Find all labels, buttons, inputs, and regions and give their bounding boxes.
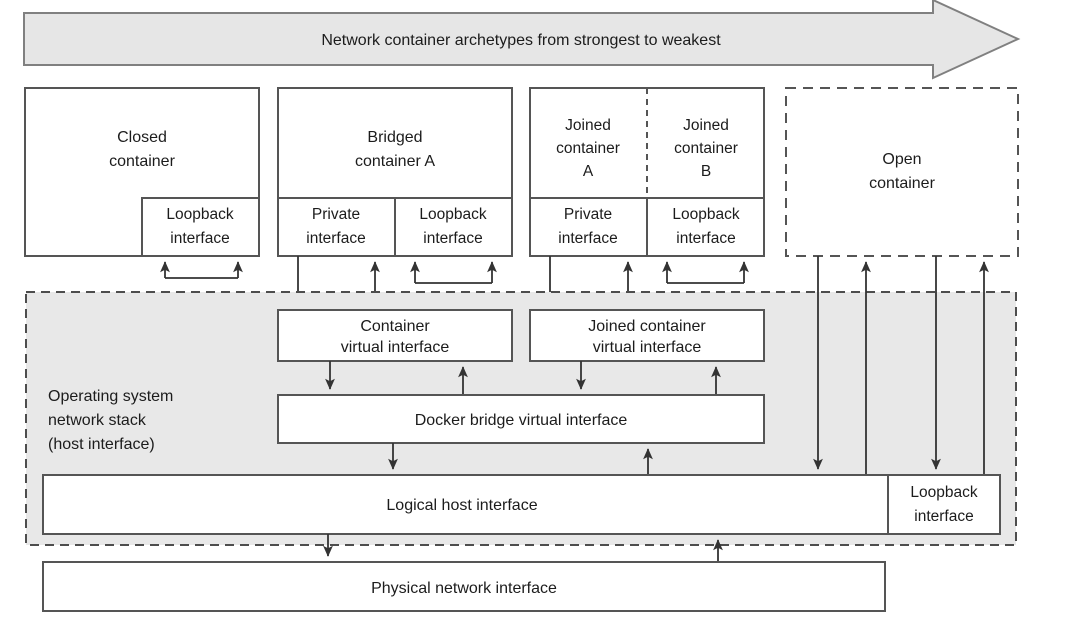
- joined-container-virtual-interface-line1: Joined container: [588, 318, 706, 335]
- container-virtual-interface: Container virtual interface: [277, 309, 513, 362]
- open-container-host-arrows: [813, 256, 989, 475]
- joined-container-b-line2: container: [674, 140, 738, 157]
- joined-private-label-line2: interface: [558, 230, 617, 247]
- joined-loopback-label-line2: interface: [676, 230, 735, 247]
- os-region-label-line2: network stack: [48, 412, 147, 429]
- host-loopback-label-line2: interface: [914, 508, 973, 525]
- closed-container: Closed container Loopback interface: [24, 87, 260, 257]
- banner-arrow-shape: [23, 0, 1021, 80]
- host-loopback-label-line1: Loopback: [910, 484, 977, 501]
- joined-containers: Joined container A Joined container B Pr…: [529, 87, 765, 257]
- banner-label: Network container archetypes from strong…: [321, 32, 721, 49]
- container-virtual-interface-line2: virtual interface: [341, 339, 450, 356]
- os-region-label-line3: (host interface): [48, 436, 155, 453]
- closed-container-title-line1: Closed: [117, 129, 167, 146]
- bridged-loopback-label-line1: Loopback: [419, 206, 486, 223]
- bridged-private-interface-box: [277, 197, 396, 257]
- bridged-container-a: Bridged container A Private interface Lo…: [277, 87, 513, 257]
- bridged-container-title-line2: container A: [355, 153, 435, 170]
- joined-private-label-line1: Private: [564, 206, 612, 223]
- docker-bridge-label: Docker bridge virtual interface: [415, 412, 628, 429]
- closed-loopback-label-line2: interface: [170, 230, 229, 247]
- joined-container-a-line1: Joined: [565, 117, 611, 134]
- open-container-title-line1: Open: [882, 151, 921, 168]
- banner-arrow: Network container archetypes from strong…: [23, 0, 1021, 80]
- joined-loopback-interface-box: [646, 197, 765, 257]
- logical-host-interface: Logical host interface Loopback interfac…: [42, 474, 1001, 535]
- bridged-loopback-interface-box: [394, 197, 513, 257]
- container-virtual-interface-box: [277, 309, 513, 362]
- joined-container-b-line1: Joined: [683, 117, 729, 134]
- bridged-container-title-line1: Bridged: [367, 129, 422, 146]
- closed-container-title-line2: container: [109, 153, 175, 170]
- joined-container-a-line2: container: [556, 140, 620, 157]
- bridged-loopback-selfloop-arrows: [410, 261, 497, 284]
- closed-loopback-interface-box: [141, 197, 260, 257]
- physical-network-interface-label: Physical network interface: [371, 580, 557, 597]
- logical-host-interface-label: Logical host interface: [386, 497, 537, 514]
- container-virtual-interface-line1: Container: [360, 318, 430, 335]
- os-region-label-line1: Operating system: [48, 388, 173, 405]
- logical-host-interface-box: [42, 474, 1001, 535]
- open-container: Open container: [785, 87, 1019, 257]
- joined-container-virtual-interface-box: [529, 309, 765, 362]
- bridged-loopback-label-line2: interface: [423, 230, 482, 247]
- physical-network-interface-box: [42, 561, 886, 612]
- joined-container-a-line3: A: [583, 163, 594, 180]
- open-container-box: [785, 87, 1019, 257]
- bridged-private-label-line1: Private: [312, 206, 360, 223]
- joined-container-b-line3: B: [701, 163, 711, 180]
- physical-network-interface: Physical network interface: [42, 561, 886, 612]
- virtual-to-bridge-arrows: [325, 361, 721, 395]
- open-container-title-line2: container: [869, 175, 935, 192]
- closed-loopback-selfloop-arrows: [160, 261, 243, 279]
- bridge-to-logical-host-arrows: [388, 443, 653, 475]
- logical-to-physical-arrows: [323, 534, 723, 562]
- docker-bridge-virtual-interface: Docker bridge virtual interface: [277, 394, 765, 444]
- joined-container-virtual-interface-line2: virtual interface: [593, 339, 702, 356]
- joined-loopback-selfloop-arrows: [662, 261, 749, 284]
- host-loopback-interface-box: [887, 474, 1001, 535]
- joined-loopback-label-line1: Loopback: [672, 206, 739, 223]
- closed-loopback-label-line1: Loopback: [166, 206, 233, 223]
- joined-container-virtual-interface: Joined container virtual interface: [529, 309, 765, 362]
- docker-bridge-box: [277, 394, 765, 444]
- bridged-private-label-line2: interface: [306, 230, 365, 247]
